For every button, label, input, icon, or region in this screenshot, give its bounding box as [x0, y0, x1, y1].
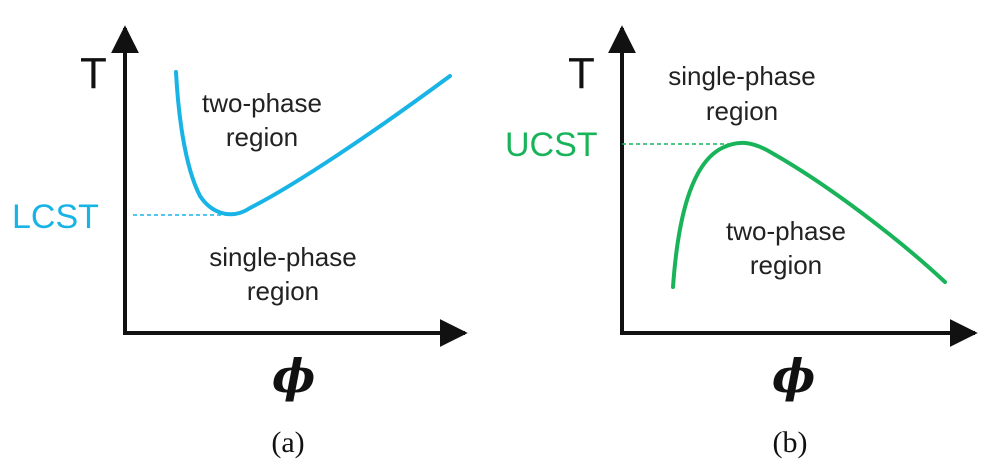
panel-b-upper-region-line1: single-phase [668, 61, 815, 91]
panel-a-x-axis-label: ϕ [272, 349, 315, 403]
panel-b-ucst-label: UCST [505, 126, 598, 164]
panel-b-x-axis-label: ϕ [772, 349, 815, 403]
panel-a-upper-region-line2: region [226, 122, 298, 152]
panel-b: T ϕ UCST single-phase region two-phase r… [505, 25, 978, 459]
panel-a-upper-region-line1: two-phase [202, 88, 322, 118]
panel-a-lower-region-line2: region [247, 276, 319, 306]
panel-b-caption: (b) [773, 426, 808, 459]
panel-b-lower-region-line1: two-phase [726, 216, 846, 246]
panel-b-y-axis-label: T [568, 49, 595, 98]
panel-a-y-axis-label: T [80, 49, 107, 98]
panel-a-lower-region-line1: single-phase [209, 242, 356, 272]
panel-a-lcst-label: LCST [12, 198, 99, 236]
panel-a: T ϕ LCST two-phase region single-phase r… [12, 25, 468, 459]
panel-a-caption: (a) [271, 426, 304, 459]
lcst-curve-icon [174, 70, 452, 217]
panel-b-upper-region-line2: region [706, 96, 778, 126]
ucst-curve-icon [671, 140, 947, 289]
panel-b-lower-region-line2: region [750, 250, 822, 280]
